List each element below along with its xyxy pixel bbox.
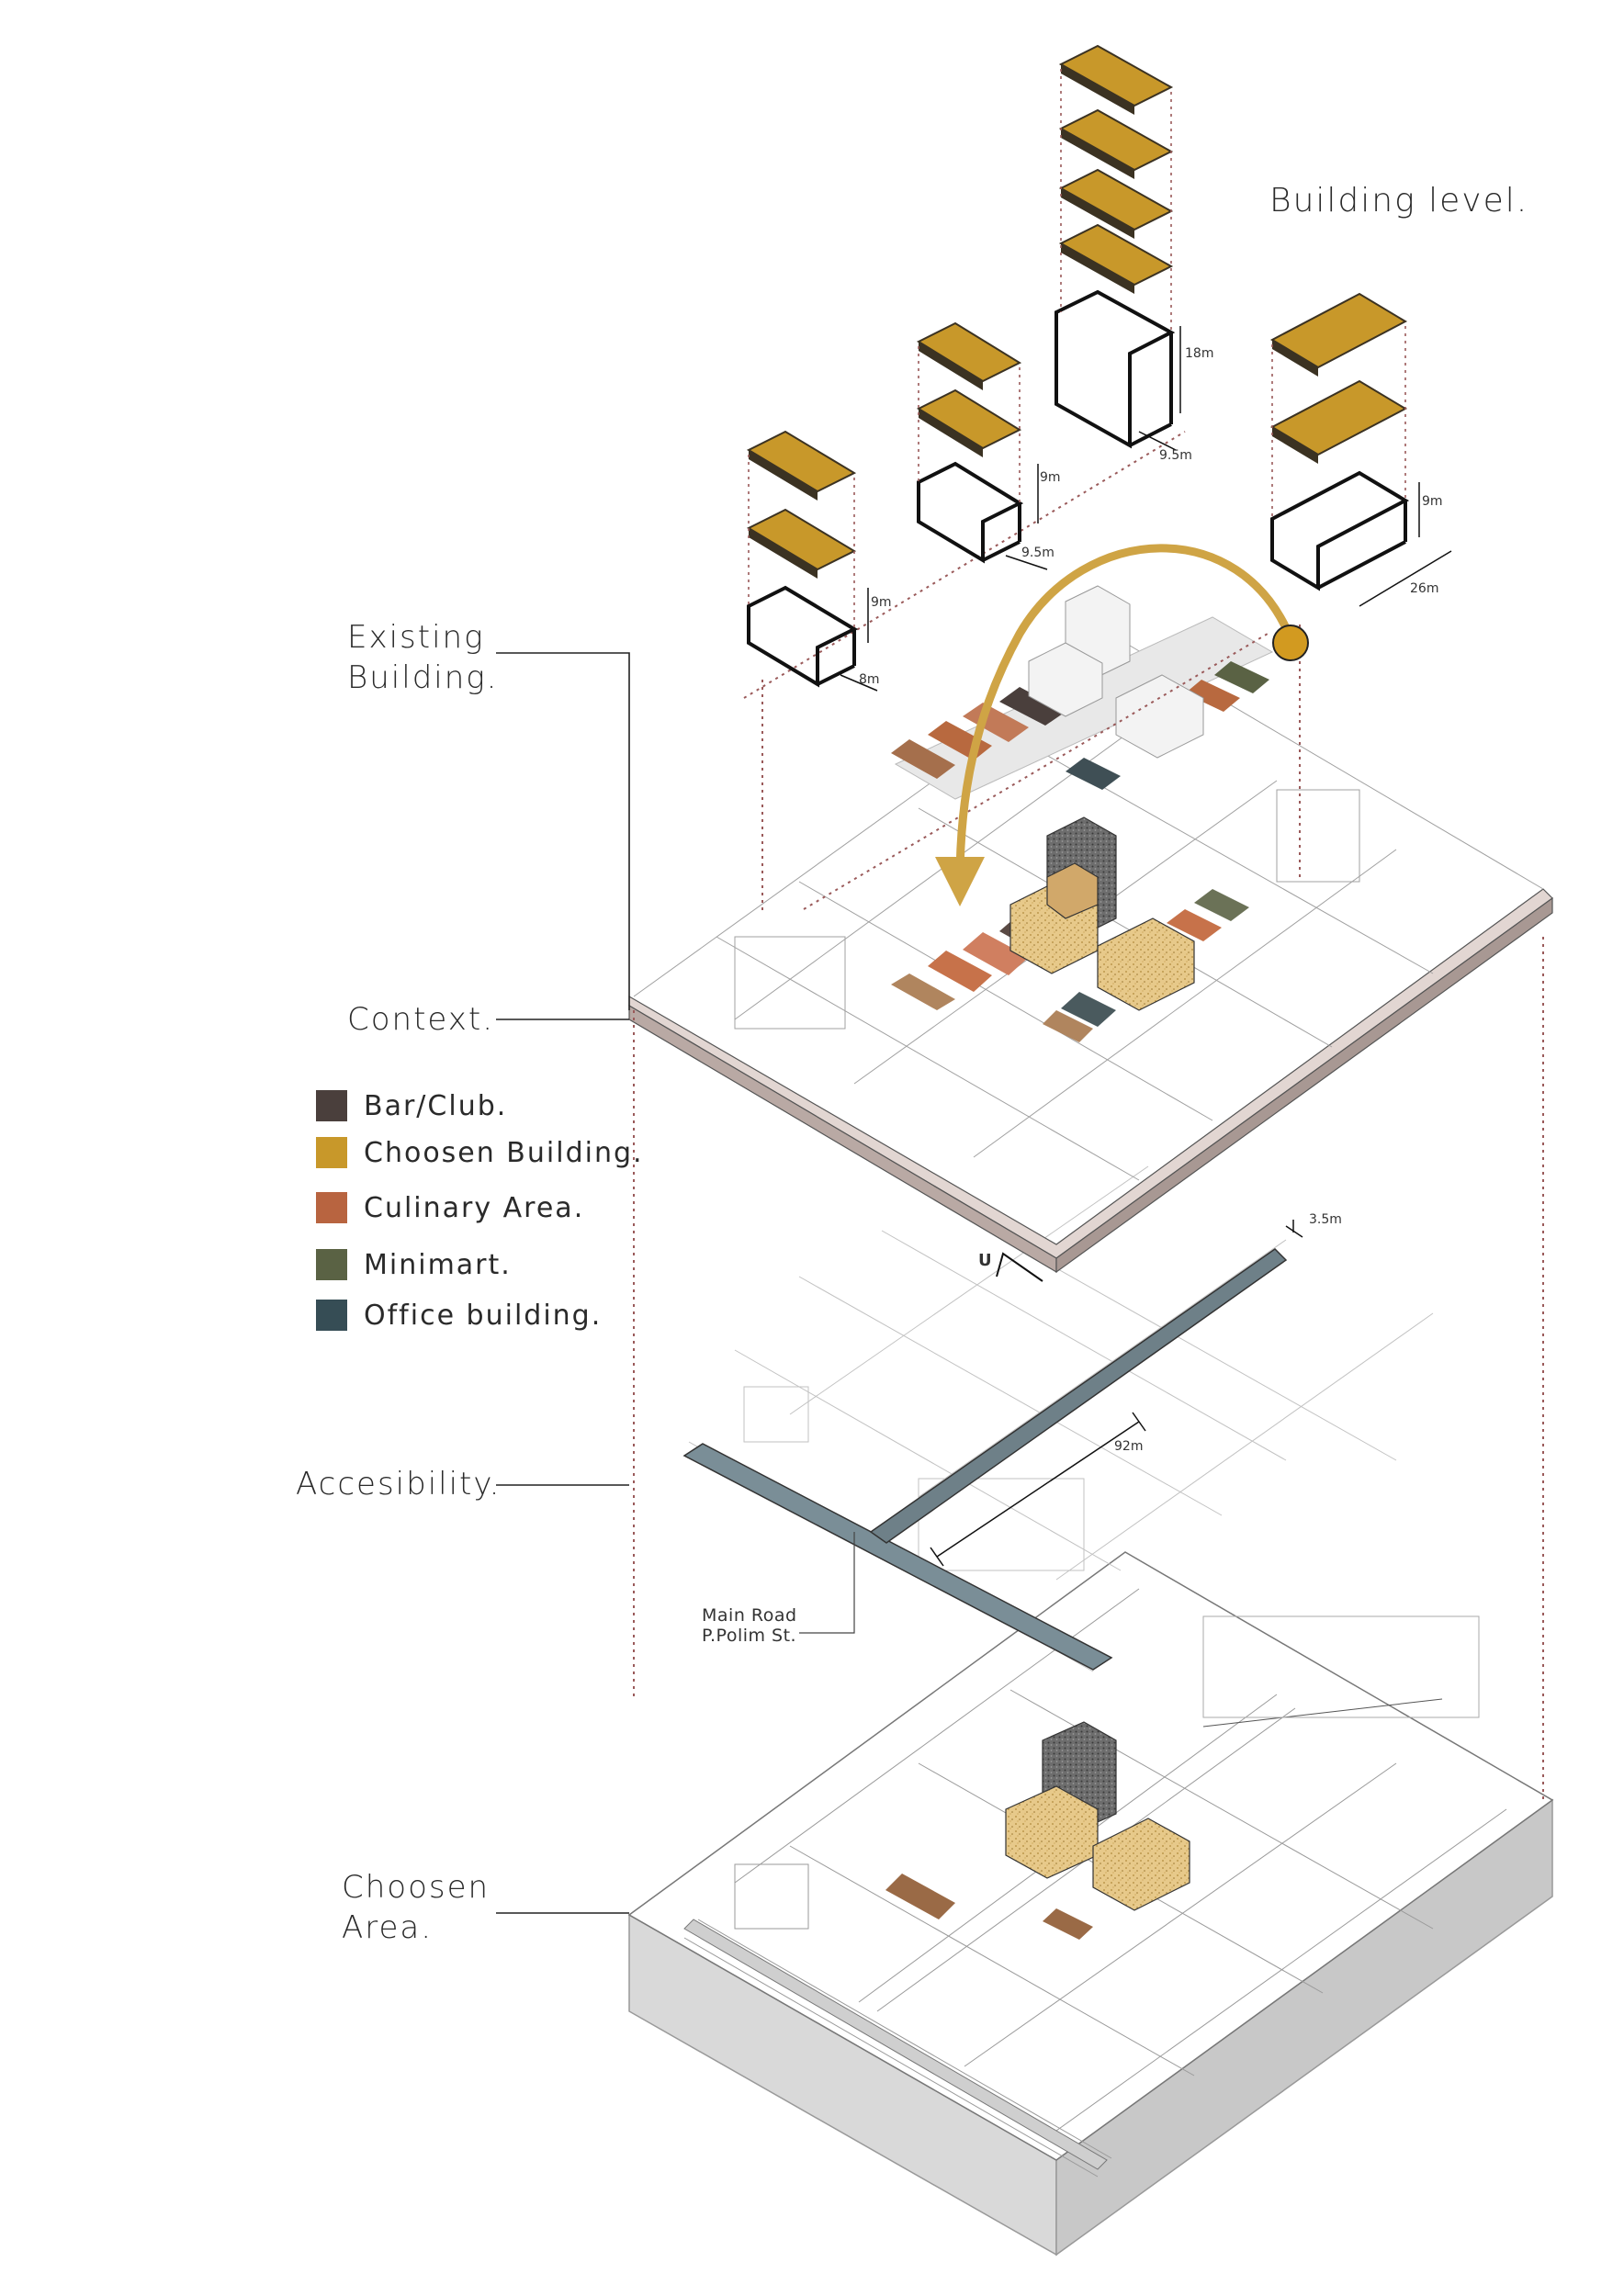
legend-label-culinary-area: Culinary Area. bbox=[364, 1191, 585, 1224]
stack-4 bbox=[1269, 292, 1410, 591]
main-road bbox=[682, 1443, 1113, 1671]
context-plot-minimart bbox=[1194, 889, 1249, 921]
layer-label-chosen-area-line2: Area. bbox=[342, 1909, 434, 1946]
legend-item-culinary-area: Culinary Area. bbox=[316, 1191, 584, 1224]
context-plot-culinary-5 bbox=[1167, 909, 1222, 941]
legend-swatch-culinary-area bbox=[316, 1192, 347, 1223]
stack-1 bbox=[746, 430, 859, 688]
dim-b2-height: 9m bbox=[1040, 470, 1061, 485]
context-plot-culinary-2 bbox=[928, 951, 992, 992]
existing-plot-culinary-1 bbox=[891, 739, 955, 779]
context-plot-culinary-3 bbox=[963, 932, 1029, 975]
ground-rail-strip bbox=[683, 1919, 1108, 2170]
existing-masses bbox=[1028, 585, 1204, 759]
ground-building-block-b bbox=[1092, 1818, 1190, 1911]
dim-b1-width: 8m bbox=[859, 672, 880, 687]
layer-label-chosen-area-line1: Choosen bbox=[342, 1869, 491, 1906]
dim-b3-width: 9.5m bbox=[1159, 448, 1192, 463]
label-leader-lines bbox=[496, 652, 630, 1914]
relocation-arrow bbox=[935, 544, 1295, 906]
dashed-projection-lines bbox=[633, 431, 1544, 1800]
legend-label-bar-club: Bar/Club. bbox=[364, 1089, 508, 1122]
main-road-label-line2: P.Polim St. bbox=[702, 1626, 797, 1646]
context-plot-culinary-4 bbox=[1043, 1010, 1093, 1042]
north-mark-label: U bbox=[978, 1251, 992, 1270]
legend-swatch-chosen-building bbox=[316, 1137, 347, 1168]
main-road-label: Main Road P.Polim St. bbox=[702, 1605, 797, 1646]
existing-plot-culinary-4 bbox=[1185, 680, 1240, 712]
diagram-title: Building level. bbox=[1269, 182, 1529, 219]
layer-label-chosen-area: Choosen Area. bbox=[342, 1867, 490, 1948]
ground-culinary-plot-2 bbox=[1043, 1908, 1093, 1940]
legend-item-bar-club: Bar/Club. bbox=[316, 1089, 507, 1122]
side-road bbox=[869, 1248, 1288, 1544]
legend-label-office-building: Office building. bbox=[364, 1299, 603, 1332]
context-plot-culinary-1 bbox=[891, 974, 955, 1010]
existing-building-layer bbox=[891, 585, 1274, 800]
arrow-origin-dot bbox=[1272, 625, 1309, 661]
existing-plot-minimart bbox=[1214, 661, 1269, 693]
dim-road-length: 92m bbox=[1114, 1439, 1144, 1454]
chosen-area-layer bbox=[627, 1551, 1554, 2257]
layer-label-accessibility: Accesibility. bbox=[296, 1466, 502, 1503]
context-slab-edge-left bbox=[628, 1004, 1057, 1274]
dim-b1-height: 9m bbox=[871, 595, 892, 610]
context-slab-edge-right bbox=[1055, 896, 1553, 1274]
main-road-leader bbox=[799, 1532, 855, 1634]
context-building-block-b bbox=[1097, 917, 1195, 1011]
north-arrow-icon bbox=[996, 1252, 1043, 1282]
legend-label-chosen-building: Choosen Building. bbox=[364, 1136, 644, 1169]
dim-b4-width: 26m bbox=[1410, 581, 1439, 596]
legend-swatch-office-building bbox=[316, 1300, 347, 1331]
dim-b3-height: 18m bbox=[1185, 346, 1214, 361]
building-level-stacks bbox=[746, 44, 1452, 692]
existing-plot-office bbox=[1066, 758, 1121, 790]
legend-swatch-minimart bbox=[316, 1249, 347, 1280]
layer-label-existing-building: Existing Building. bbox=[347, 617, 499, 698]
layer-label-existing-building-line1: Existing bbox=[347, 619, 485, 656]
stack-2 bbox=[916, 321, 1024, 564]
layer-label-existing-building-line2: Building. bbox=[347, 659, 499, 696]
context-layer bbox=[628, 642, 1553, 1274]
legend-swatch-bar-club bbox=[316, 1090, 347, 1121]
road-width-dimension bbox=[1285, 1220, 1303, 1238]
context-building-block-c bbox=[1046, 862, 1099, 919]
ground-culinary-plot bbox=[885, 1874, 955, 1919]
dim-road-width: 3.5m bbox=[1309, 1212, 1342, 1227]
existing-plot-bar bbox=[999, 687, 1066, 726]
accessibility-layer bbox=[682, 1165, 1434, 1672]
stack-3 bbox=[1054, 44, 1176, 449]
layer-label-context: Context. bbox=[347, 1001, 495, 1038]
dim-b4-height: 9m bbox=[1422, 494, 1443, 509]
legend-item-chosen-building: Choosen Building. bbox=[316, 1136, 644, 1169]
main-road-label-line1: Main Road bbox=[702, 1605, 797, 1626]
legend-label-minimart: Minimart. bbox=[364, 1248, 512, 1281]
stack-dashed-guides bbox=[748, 69, 1406, 629]
context-plot-office bbox=[1061, 992, 1116, 1027]
road-length-dimension bbox=[930, 1412, 1146, 1567]
dim-b2-width: 9.5m bbox=[1021, 546, 1054, 560]
stack-dimension-lines bbox=[840, 326, 1452, 692]
existing-plot-culinary-3 bbox=[963, 703, 1029, 742]
legend-item-minimart: Minimart. bbox=[316, 1248, 512, 1281]
legend-item-office-building: Office building. bbox=[316, 1299, 602, 1332]
